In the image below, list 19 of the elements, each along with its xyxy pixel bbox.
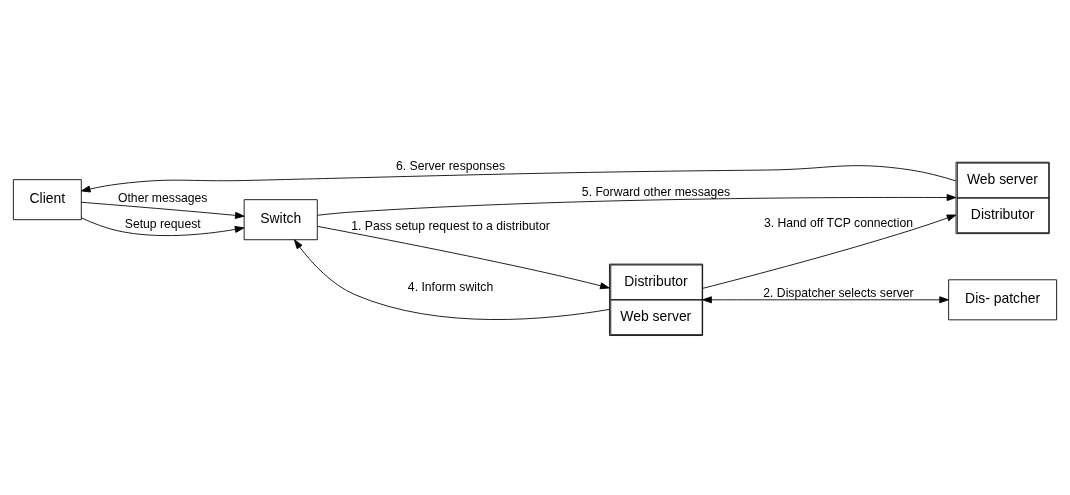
node-box: Dis- patcher	[948, 278, 1058, 320]
edge-label: 6. Server responses	[395, 158, 506, 173]
arrow	[317, 193, 957, 216]
edge-label: 2. Dispatcher selects server	[763, 285, 914, 299]
edge-label: Other messages	[118, 190, 208, 205]
arrow	[80, 216, 245, 236]
edge-label: 5. Forward other messages	[581, 183, 731, 198]
edge-label: 3. Hand off TCP connection	[763, 215, 914, 230]
node-box: Switch	[243, 198, 318, 240]
arrow	[702, 295, 949, 303]
edge-label: Setup request	[124, 216, 201, 231]
edge-label: 4. Inform switch	[407, 279, 494, 294]
arrow	[702, 214, 957, 289]
edge-label: 1. Pass setup request to a distributor	[351, 218, 550, 233]
arrow	[317, 225, 610, 289]
arrow	[80, 164, 957, 192]
arrow	[80, 201, 245, 219]
arrow	[294, 238, 610, 320]
node-box: Client	[12, 178, 82, 220]
